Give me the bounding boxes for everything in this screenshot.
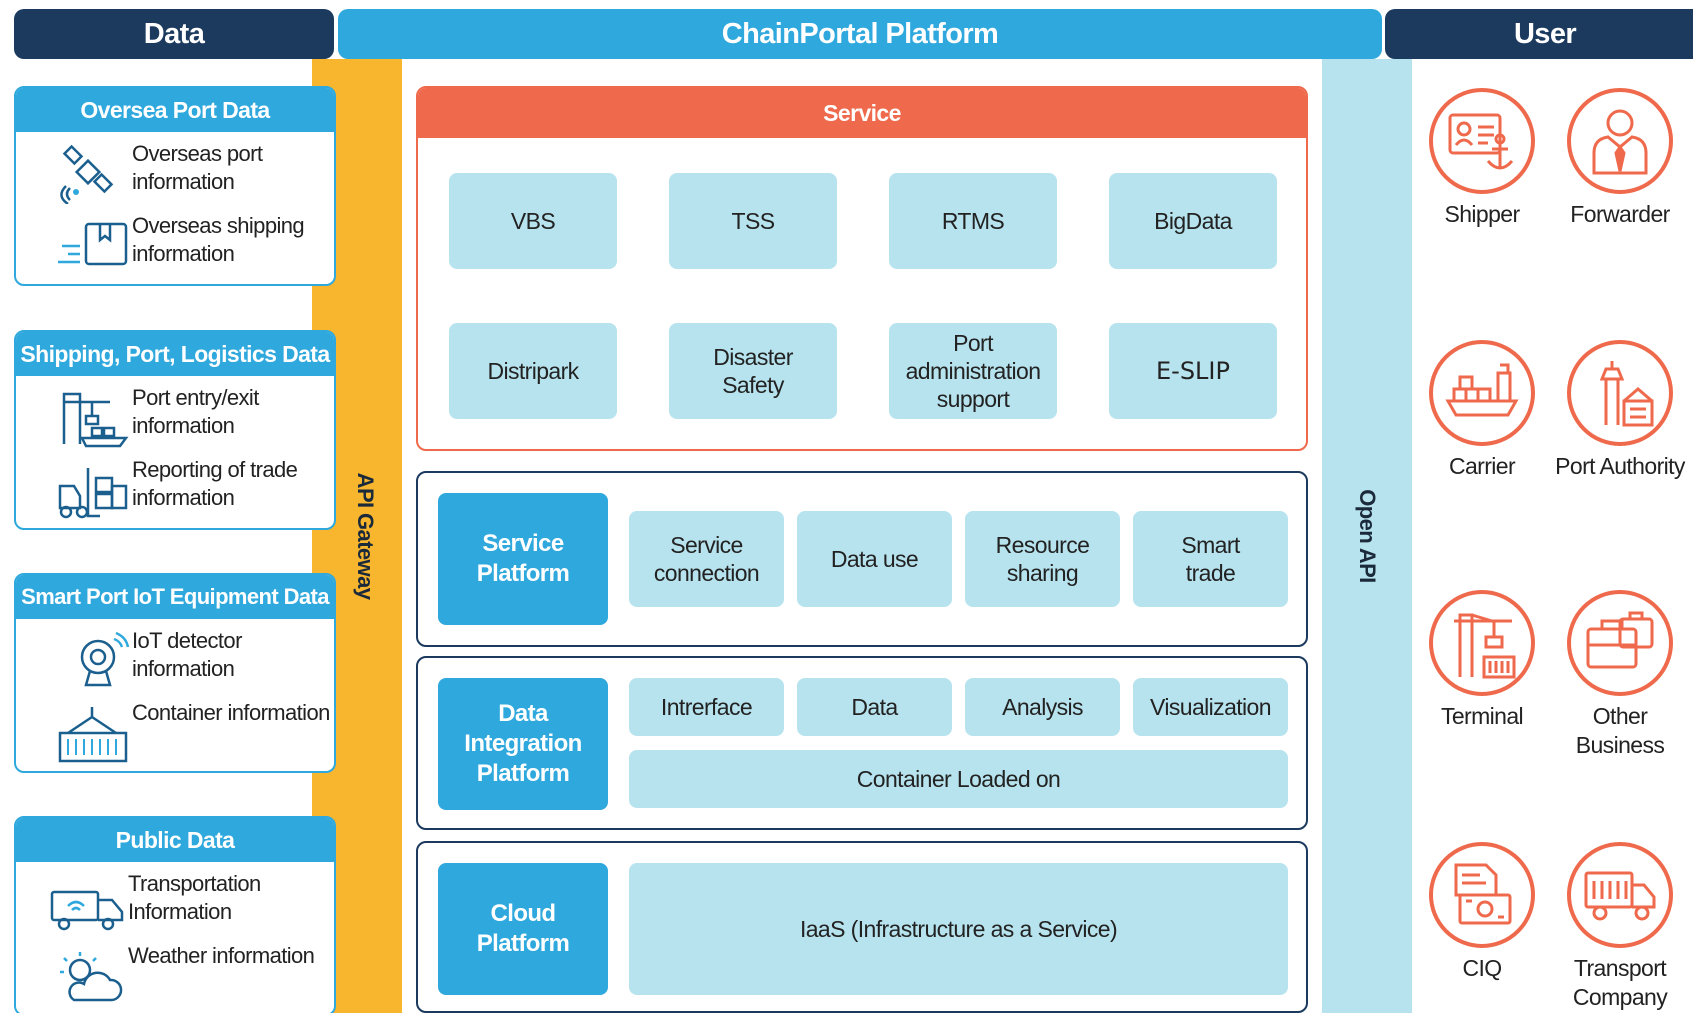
iaas-box: IaaS (Infrastructure as a Service) (629, 863, 1288, 995)
data-item: Overseas shipping information (16, 212, 334, 282)
service-item-rtms: RTMS (889, 173, 1057, 269)
data-item-label: IoT detector information (132, 628, 242, 681)
truck-icon (1584, 871, 1656, 921)
service-platform-label: Service Platform (438, 493, 608, 625)
briefcase-icon (1586, 611, 1654, 669)
user-label: Carrier (1448, 453, 1516, 479)
service-platform-item: Data use (797, 511, 952, 607)
data-item: IoT detector information (16, 627, 334, 697)
data-panel-title: Public Data (16, 818, 334, 862)
data-item: Port entry/exit information (16, 384, 334, 454)
data-integration-platform-box: Data Integration Platform Intrerface Dat… (416, 656, 1308, 830)
data-panel-title: Shipping, Port, Logistics Data (16, 332, 334, 376)
document-icon (58, 222, 128, 266)
data-integration-item: Intrerface (629, 678, 784, 736)
user-label: Other Business (1575, 703, 1665, 758)
data-panel-public: Public Data Transportation Information W… (14, 816, 336, 1013)
data-item: Reporting of trade information (16, 456, 334, 526)
user-label: Transport Company (1572, 955, 1668, 1010)
data-item: Weather information (16, 942, 334, 1012)
iot-camera-icon (80, 631, 130, 687)
container-icon (58, 707, 128, 763)
service-item-disaster-safety: Disaster Safety (669, 323, 837, 419)
data-panel-shipping-port-logistics: Shipping, Port, Logistics Data Port entr… (14, 330, 336, 530)
truck-icon (50, 890, 124, 931)
user-ciq: CIQ (1412, 842, 1552, 983)
terminal-crane-icon (1454, 613, 1516, 679)
container-loaded-on: Container Loaded on (629, 750, 1288, 808)
data-item: Transportation Information (16, 870, 334, 940)
user-forwarder: Forwarder (1550, 88, 1690, 229)
service-platform-box: Service Platform Service connection Data… (416, 471, 1308, 647)
api-gateway-label: API Gateway (353, 472, 378, 600)
data-item-label: Port entry/exit information (132, 385, 259, 438)
forklift-icon (58, 468, 128, 519)
satellite-icon (60, 144, 114, 204)
user-label: Port Authority (1555, 453, 1685, 479)
user-label: CIQ (1462, 955, 1502, 981)
service-item-vbs: VBS (449, 173, 617, 269)
port-tower-icon (1599, 361, 1654, 427)
data-integration-platform-label: Data Integration Platform (438, 678, 608, 810)
data-integration-item: Visualization (1133, 678, 1288, 736)
businessman-icon (1592, 109, 1648, 175)
data-item-label: Overseas shipping information (132, 213, 305, 266)
cloud-platform-label: Cloud Platform (438, 863, 608, 995)
data-panel-oversea-port: Oversea Port Data Overseas port informat… (14, 86, 336, 286)
data-item: Overseas port information (16, 140, 334, 210)
weather-icon (60, 952, 123, 1002)
service-item-port-administration-support: Port administration support (889, 323, 1057, 419)
user-port-authority: Port Authority (1550, 340, 1690, 481)
data-integration-item: Analysis (965, 678, 1120, 736)
data-item-label: Container information (132, 700, 330, 725)
data-panel-smart-port-iot: Smart Port IoT Equipment Data IoT detect… (14, 573, 336, 773)
data-panel-title: Smart Port IoT Equipment Data (16, 575, 334, 619)
data-header: Data (14, 9, 334, 59)
open-api-label: Open API (1355, 489, 1380, 583)
service-item-e-slip: E-SLIP (1109, 323, 1277, 419)
service-platform-item: Smart trade (1133, 511, 1288, 607)
data-panel-title: Oversea Port Data (16, 88, 334, 132)
user-label: Terminal (1440, 703, 1524, 729)
id-card-anchor-icon (1448, 113, 1514, 170)
data-item-label: Overseas port information (132, 141, 263, 194)
user-carrier: Carrier (1412, 340, 1552, 481)
data-item: Container information (16, 699, 334, 769)
user-other-business: Other Business (1550, 590, 1690, 760)
customs-document-icon (1454, 863, 1512, 925)
service-box: Service VBS TSS RTMS BigData Distripark … (416, 86, 1308, 451)
platform-header: ChainPortal Platform (338, 9, 1382, 59)
user-header: User (1385, 9, 1693, 59)
data-integration-item: Data (797, 678, 952, 736)
service-platform-item: Resource sharing (965, 511, 1120, 607)
data-item-label: Reporting of trade information (132, 457, 298, 510)
service-item-distripark: Distripark (449, 323, 617, 419)
user-shipper: Shipper (1412, 88, 1552, 229)
service-title: Service (418, 88, 1306, 138)
service-platform-item: Service connection (629, 511, 784, 607)
cargo-ship-icon (1445, 363, 1519, 417)
open-api-band: Open API (1322, 59, 1412, 1013)
data-item-label: Weather information (128, 943, 315, 968)
cloud-platform-box: Cloud Platform IaaS (Infrastructure as a… (416, 841, 1308, 1013)
port-crane-ship-icon (62, 392, 129, 448)
user-label: Shipper (1444, 201, 1520, 227)
user-label: Forwarder (1570, 201, 1670, 227)
service-item-tss: TSS (669, 173, 837, 269)
service-item-bigdata: BigData (1109, 173, 1277, 269)
data-item-label: Transportation Information (128, 871, 261, 924)
user-terminal: Terminal (1412, 590, 1552, 731)
user-transport-company: Transport Company (1550, 842, 1690, 1012)
